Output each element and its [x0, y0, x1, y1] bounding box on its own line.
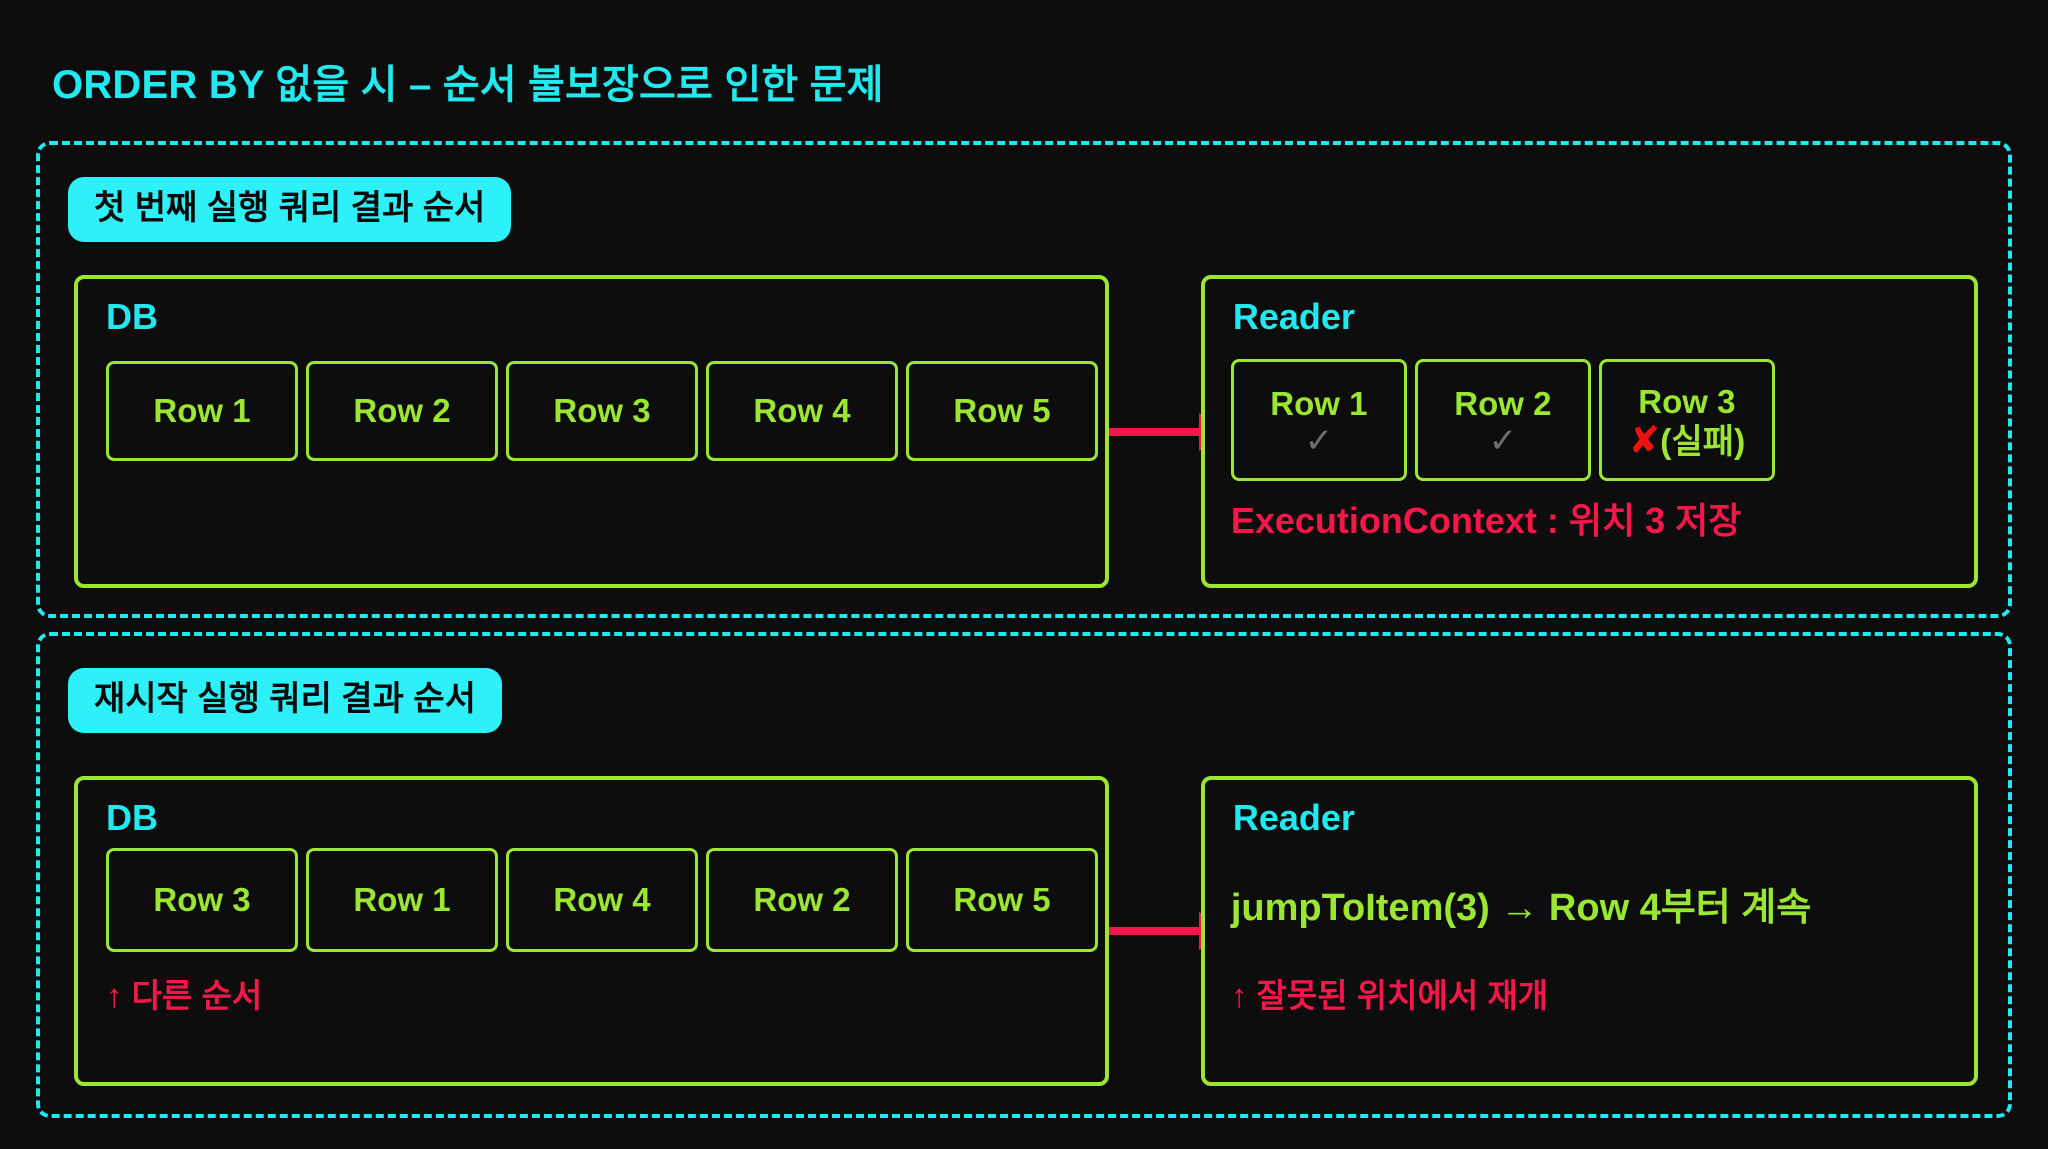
section-restart-execution: 재시작 실행 쿼리 결과 순서 DB Row 3 Row 1 Row 4 Row… [36, 632, 2012, 1118]
db-row-label: Row 5 [953, 391, 1051, 429]
reader-panel-first: Reader Row 1 ✓ Row 2 ✓ Row 3 ✘(실패) Execu… [1200, 275, 1978, 588]
reader-row-label: Row 1 [1270, 384, 1368, 422]
db-panel-label: DB [106, 296, 158, 337]
reader-row-list-first: Row 1 ✓ Row 2 ✓ Row 3 ✘(실패) [1230, 359, 1775, 481]
db-row-label: Row 4 [553, 880, 651, 918]
db-row-label: Row 5 [953, 880, 1051, 918]
section-badge-first: 첫 번째 실행 쿼리 결과 순서 [68, 177, 512, 243]
reader-row-chip-ok[interactable]: Row 1 ✓ [1230, 359, 1407, 481]
section-badge-restart: 재시작 실행 쿼리 결과 순서 [68, 668, 502, 734]
cross-icon: ✘ [1628, 420, 1661, 463]
db-row-chip[interactable]: Row 4 [706, 361, 898, 461]
reader-row-chip-fail[interactable]: Row 3 ✘(실패) [1598, 359, 1775, 481]
db-panel-first: DB Row 1 Row 2 Row 3 Row 4 Row 5 [74, 275, 1109, 588]
jump-to-item-line: jumpToItem(3) → Row 4부터 계속 [1230, 887, 1812, 929]
section-content-restart: DB Row 3 Row 1 Row 4 Row 2 Row 5 ↑ 다른 순서 [74, 776, 1978, 1086]
reader-row-label: Row 2 [1454, 384, 1552, 422]
section-content-first: DB Row 1 Row 2 Row 3 Row 4 Row 5 [74, 275, 1978, 588]
db-order-note: ↑ 다른 순서 [106, 977, 263, 1014]
db-row-chip[interactable]: Row 4 [506, 848, 698, 952]
reader-panel-label: Reader [1232, 797, 1355, 838]
wrong-position-note: ↑ 잘못된 위치에서 재개 [1230, 977, 1549, 1014]
db-row-chip[interactable]: Row 3 [506, 361, 698, 461]
db-row-chip[interactable]: Row 1 [306, 848, 498, 952]
db-panel-label: DB [106, 797, 158, 838]
db-row-label: Row 4 [753, 391, 851, 429]
flow-arrow-cell-first [1108, 275, 1227, 588]
db-row-chip[interactable]: Row 5 [906, 361, 1098, 461]
db-row-label: Row 1 [153, 391, 251, 429]
db-row-chip[interactable]: Row 1 [106, 361, 298, 461]
reader-row-label: Row 3 [1638, 382, 1736, 420]
arrow-right-icon [1108, 912, 1227, 950]
reader-row-chip-ok[interactable]: Row 2 ✓ [1414, 359, 1591, 481]
section-first-execution: 첫 번째 실행 쿼리 결과 순서 DB Row 1 Row 2 Row 3 Ro… [36, 141, 2012, 618]
db-row-list-first: Row 1 Row 2 Row 3 Row 4 Row 5 [106, 361, 1098, 461]
page-title: ORDER BY 없을 시 – 순서 불보장으로 인한 문제 [52, 63, 884, 107]
fail-text: (실패) [1660, 423, 1746, 462]
db-row-label: Row 2 [753, 880, 851, 918]
db-row-chip[interactable]: Row 5 [906, 848, 1098, 952]
db-row-list-restart: Row 3 Row 1 Row 4 Row 2 Row 5 [106, 848, 1098, 952]
execution-context-note: ExecutionContext : 위치 3 저장 [1230, 500, 1742, 541]
check-icon: ✓ [1488, 422, 1518, 461]
db-row-label: Row 3 [553, 391, 651, 429]
db-row-label: Row 2 [353, 391, 451, 429]
db-panel-restart: DB Row 3 Row 1 Row 4 Row 2 Row 5 ↑ 다른 순서 [74, 776, 1109, 1086]
reader-panel-label: Reader [1232, 296, 1355, 337]
fail-mark: ✘(실패) [1628, 422, 1745, 460]
reader-panel-restart: Reader jumpToItem(3) → Row 4부터 계속 ↑ 잘못된 … [1200, 776, 1978, 1086]
db-row-label: Row 1 [353, 880, 451, 918]
arrow-right-icon [1108, 412, 1227, 451]
db-row-chip[interactable]: Row 3 [106, 848, 298, 952]
db-row-chip[interactable]: Row 2 [306, 361, 498, 461]
db-row-chip[interactable]: Row 2 [706, 848, 898, 952]
check-icon: ✓ [1304, 422, 1334, 461]
db-row-label: Row 3 [153, 880, 251, 918]
flow-arrow-cell-restart [1108, 776, 1227, 1086]
